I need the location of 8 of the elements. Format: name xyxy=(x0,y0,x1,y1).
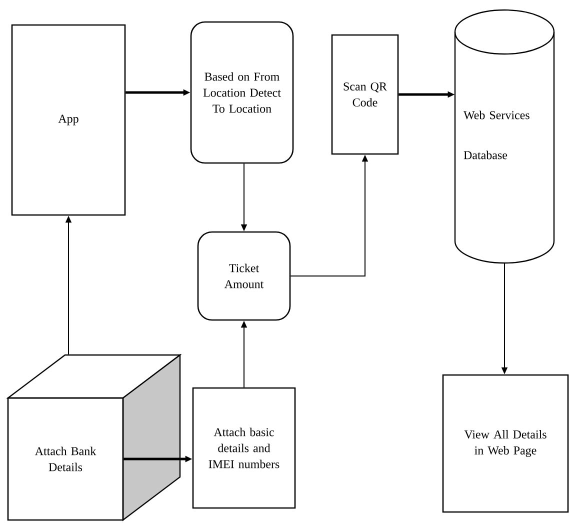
process-box: Scan QR Code xyxy=(331,34,399,155)
process-box: View All Details in Web Page xyxy=(442,374,569,513)
database-cylinder: Web Services Database xyxy=(454,9,555,264)
process-box: Attach basic details and IMEI numbers xyxy=(192,387,296,509)
node-label: Web Services Database xyxy=(464,110,530,160)
rounded-box: Ticket Amount xyxy=(197,231,291,321)
rounded-box: Based on From Location Detect To Location xyxy=(190,21,294,164)
process-box: App xyxy=(11,24,126,216)
